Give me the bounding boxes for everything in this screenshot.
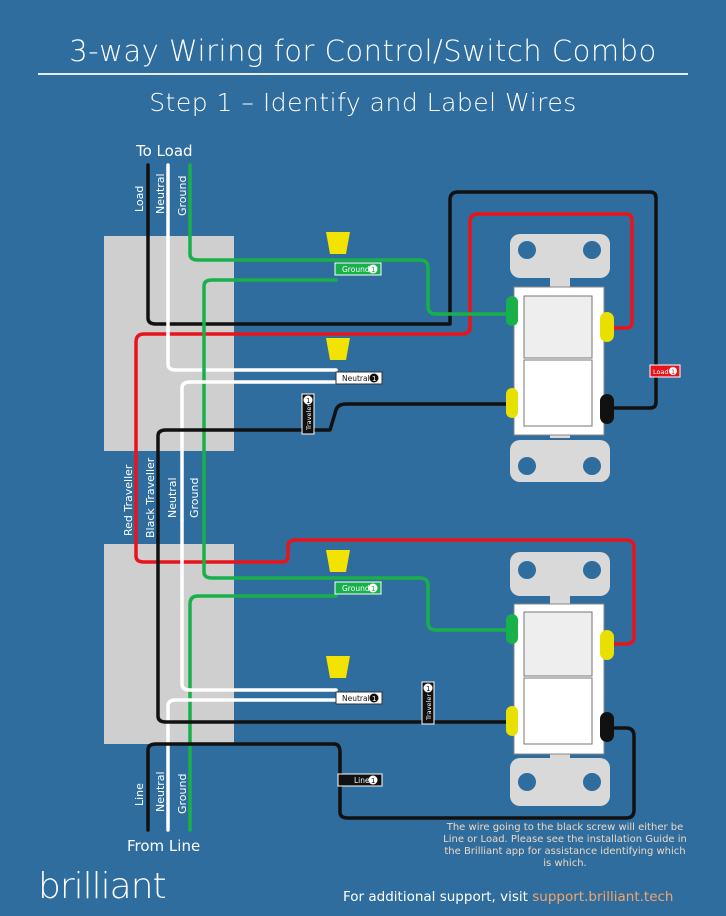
support-text: For additional support, visit bbox=[343, 889, 528, 905]
riser-ground-wire bbox=[202, 278, 338, 522]
support-link[interactable]: support.brilliant.tech bbox=[532, 889, 674, 905]
top-ground-label: Ground bbox=[176, 176, 189, 216]
svg-text:1: 1 bbox=[371, 585, 375, 593]
to-load-label: To Load bbox=[136, 142, 193, 160]
from-line-label: From Line bbox=[127, 837, 201, 855]
brilliant-logo: brilliant bbox=[38, 866, 167, 907]
screw-terminals bbox=[506, 296, 614, 742]
line-ground-wire bbox=[188, 594, 338, 832]
bottom-line-label: Line bbox=[133, 783, 146, 806]
tag-neutral-top: Neutral 1 bbox=[335, 371, 383, 385]
svg-text:Traveler: Traveler bbox=[425, 694, 433, 721]
svg-text:Neutral: Neutral bbox=[342, 694, 370, 703]
svg-text:1: 1 bbox=[372, 375, 376, 383]
svg-text:1: 1 bbox=[371, 777, 375, 785]
line-wire bbox=[146, 726, 636, 832]
svg-text:Ground: Ground bbox=[342, 265, 370, 274]
black-traveller-top bbox=[156, 402, 510, 522]
load-wire bbox=[146, 163, 658, 410]
wire-nuts bbox=[326, 232, 350, 678]
black-traveller-bottom bbox=[156, 518, 510, 724]
bottom-switch bbox=[510, 552, 610, 806]
red-traveller-bottom bbox=[134, 518, 636, 646]
tag-line: Line 1 bbox=[337, 773, 383, 787]
tag-neutral-bottom: Neutral 1 bbox=[335, 691, 383, 705]
support-line: For additional support, visit support.br… bbox=[343, 889, 674, 905]
screw-note: The wire going to the black screw will e… bbox=[443, 822, 687, 869]
top-ground-wire bbox=[188, 163, 514, 316]
top-neutral-label: Neutral bbox=[154, 173, 167, 214]
svg-text:1: 1 bbox=[372, 695, 376, 703]
svg-text:Ground: Ground bbox=[342, 584, 370, 593]
svg-text:1: 1 bbox=[371, 266, 375, 274]
svg-text:Traveler: Traveler bbox=[305, 404, 313, 431]
title-divider bbox=[38, 73, 688, 75]
svg-text:1: 1 bbox=[306, 397, 310, 405]
top-load-label: Load bbox=[133, 186, 146, 212]
line-neutral-wire bbox=[166, 698, 338, 832]
mid-neutral-label: Neutral bbox=[166, 477, 179, 518]
svg-text:1: 1 bbox=[426, 685, 430, 693]
bottom-neutral-label: Neutral bbox=[154, 771, 167, 812]
red-traveller-top-switch bbox=[468, 212, 634, 332]
tag-traveler-top: 1 Traveler bbox=[301, 393, 315, 435]
svg-text:Load: Load bbox=[653, 368, 669, 376]
svg-text:Neutral: Neutral bbox=[342, 374, 370, 383]
page-subtitle: Step 1 – Identify and Label Wires bbox=[149, 88, 577, 117]
red-traveller-wire bbox=[134, 324, 472, 522]
tag-ground-top: Ground 1 bbox=[334, 262, 382, 276]
bottom-ground-label: Ground bbox=[176, 774, 189, 814]
mid-red-traveller-label: Red Traveller bbox=[122, 464, 135, 536]
tag-load: Load 1 bbox=[649, 364, 681, 378]
tag-ground-bottom: Ground 1 bbox=[334, 581, 382, 595]
svg-text:Line: Line bbox=[354, 776, 370, 785]
top-switch bbox=[510, 234, 610, 482]
svg-text:1: 1 bbox=[671, 368, 675, 376]
riser-neutral-wire bbox=[180, 380, 338, 522]
bottom-ground-wire bbox=[202, 518, 514, 632]
tag-traveler-bottom: 1 Traveler bbox=[421, 681, 435, 725]
page-title: 3-way Wiring for Control/Switch Combo bbox=[69, 34, 657, 68]
bottom-neutral-wire bbox=[180, 518, 338, 692]
mid-black-traveller-label: Black Traveller bbox=[144, 457, 157, 538]
top-neutral-wire bbox=[166, 163, 338, 372]
mid-ground-label: Ground bbox=[188, 478, 201, 518]
